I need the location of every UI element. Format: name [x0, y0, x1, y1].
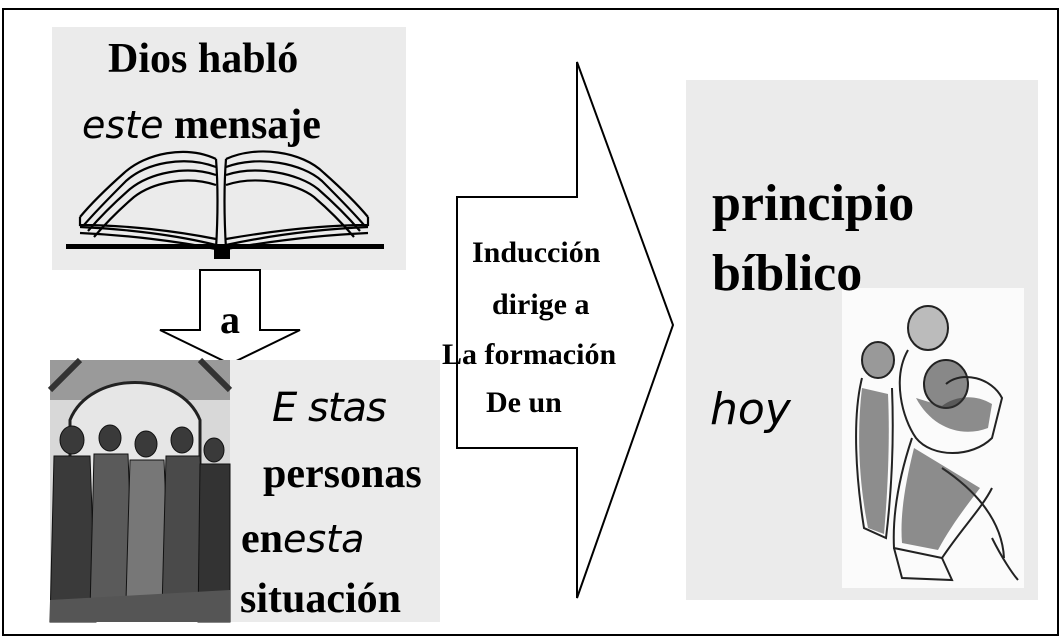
- right-line2: bíblico: [712, 245, 863, 302]
- right-line1: principio: [712, 175, 915, 232]
- big-right-arrow: [456, 61, 675, 599]
- top-left-line2-italic: este: [82, 103, 164, 147]
- bottom-left-panel: [226, 360, 440, 622]
- crowd-illustration: [47, 357, 233, 623]
- family-illustration: [842, 288, 1024, 588]
- top-left-line2: este mensaje: [82, 104, 321, 146]
- open-bible-illustration: [66, 150, 384, 259]
- bottom-left-line4: situación: [240, 576, 402, 622]
- arrow-text-line4: De un: [486, 386, 562, 419]
- arrow-text-line1: Inducción: [472, 236, 601, 269]
- bottom-left-line3-bold: en: [241, 516, 283, 562]
- arrow-text-line2: dirige a: [492, 288, 590, 321]
- bottom-left-line1: E stas: [272, 385, 387, 431]
- bottom-left-line3-italic: esta: [283, 517, 365, 561]
- bottom-left-line3: enesta: [241, 518, 364, 560]
- right-line4: hoy: [710, 384, 791, 435]
- bottom-left-line2: personas: [263, 451, 422, 497]
- down-arrow: [159, 269, 301, 366]
- top-left-line2-bold: mensaje: [173, 102, 321, 148]
- down-arrow-label: a: [220, 297, 240, 342]
- top-left-line1: Dios habló: [108, 36, 299, 82]
- arrow-text-line3: La formación: [442, 338, 617, 371]
